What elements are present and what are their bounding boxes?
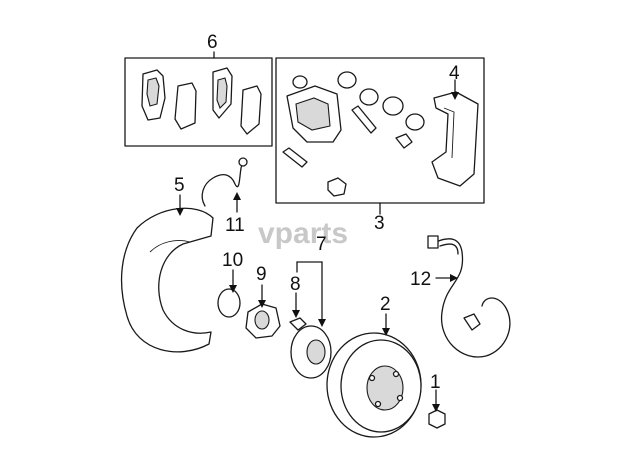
- brake-pad-set: [124, 57, 273, 147]
- snap-ring: [217, 288, 241, 318]
- callout-7: 7: [316, 234, 327, 255]
- callout-6: 6: [207, 32, 218, 53]
- dust-shield: [120, 207, 214, 353]
- watermark-text: vparts: [258, 217, 348, 250]
- callout-8: 8: [290, 274, 301, 295]
- wheel-bearing: [245, 303, 281, 339]
- callout-3: 3: [374, 213, 385, 234]
- hub-bolt: [289, 317, 307, 331]
- abs-sensor: [427, 235, 511, 358]
- callout-5: 5: [174, 175, 185, 196]
- callout-12: 12: [410, 269, 431, 290]
- callout-9: 9: [256, 264, 267, 285]
- caliper-assembly: [275, 57, 485, 204]
- axle-nut: [428, 409, 446, 429]
- callout-11: 11: [225, 215, 245, 236]
- hub: [290, 325, 332, 379]
- callout-4: 4: [449, 63, 460, 84]
- callout-1: 1: [430, 372, 441, 393]
- guide-pin: [351, 105, 377, 134]
- brake-hose: [201, 163, 244, 207]
- pad-box: [124, 57, 273, 147]
- brake-rotor: [326, 332, 422, 438]
- callout-2: 2: [380, 294, 391, 315]
- callout-10: 10: [222, 250, 243, 271]
